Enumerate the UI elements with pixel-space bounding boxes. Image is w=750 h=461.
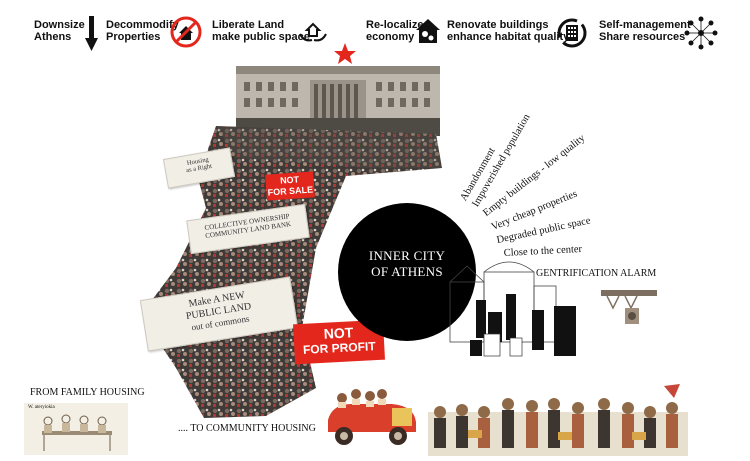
to-community-housing-label: .... TO COMMUNITY HOUSING	[178, 423, 316, 434]
building-cycle-icon	[556, 17, 588, 54]
red-star-icon	[333, 42, 357, 71]
header-item-line1: Self-management	[599, 19, 691, 31]
gentrification-alarm-label: GENTRIFICATION ALARM	[536, 268, 657, 279]
header-item-line2: Athens	[34, 31, 72, 43]
header-item-line2: make public space	[212, 31, 310, 43]
sign-not-for-sale: NOT FOR SALE	[265, 171, 315, 201]
sign-line: FOR PROFIT	[302, 339, 376, 357]
circle-line1: INNER CITY	[368, 248, 446, 263]
inner-city-circle	[338, 203, 476, 341]
community-gathering-illustration	[428, 382, 698, 456]
header-item-liberate: Liberate Land make public space	[212, 19, 310, 43]
header-item-renovate: Renovate buildings enhance habitat quali…	[447, 19, 569, 43]
sign-line: FOR SALE	[267, 184, 314, 198]
header-item-line2: enhance habitat quality	[447, 31, 570, 43]
circle-line2: OF ATHENS	[371, 264, 443, 279]
buildings-sketch	[440, 252, 590, 362]
sketch-caption: W. ateryiokia	[28, 405, 55, 410]
header-item-relocalize: Re-localize economy	[366, 19, 423, 43]
header-item-line1: Renovate buildings	[447, 19, 549, 31]
hands-house-icon	[298, 18, 328, 49]
header-item-line2: economy	[366, 31, 415, 43]
header-item-line2: Properties	[106, 31, 161, 43]
no-house-icon	[170, 16, 202, 53]
header-item-line1: Re-localize	[366, 19, 424, 31]
protest-crowd-image	[116, 118, 446, 418]
people-network-icon	[684, 16, 718, 55]
inner-city-label: INNER CITY OF ATHENS	[338, 248, 476, 280]
red-car-illustration	[322, 382, 422, 452]
header-item-line1: Decommodify	[106, 19, 179, 31]
header-item-line1: Downsize	[34, 19, 85, 31]
house-gears-icon	[414, 17, 442, 50]
header-item-downsize: Downsize Athens	[34, 19, 85, 43]
alarm-siren-image	[601, 290, 657, 330]
from-family-housing-label: FROM FAMILY HOUSING	[30, 387, 145, 398]
family-housing-sketch: W. ateryiokia	[24, 403, 128, 455]
header-item-selfmanagement: Self-management Share resources	[599, 19, 691, 43]
down-arrow-icon	[85, 16, 99, 57]
header-item-line1: Liberate Land	[212, 19, 285, 31]
header-item-decommodify: Decommodify Properties	[106, 19, 179, 43]
header-item-line2: Share resources	[599, 31, 686, 43]
parliament-image	[236, 64, 440, 136]
